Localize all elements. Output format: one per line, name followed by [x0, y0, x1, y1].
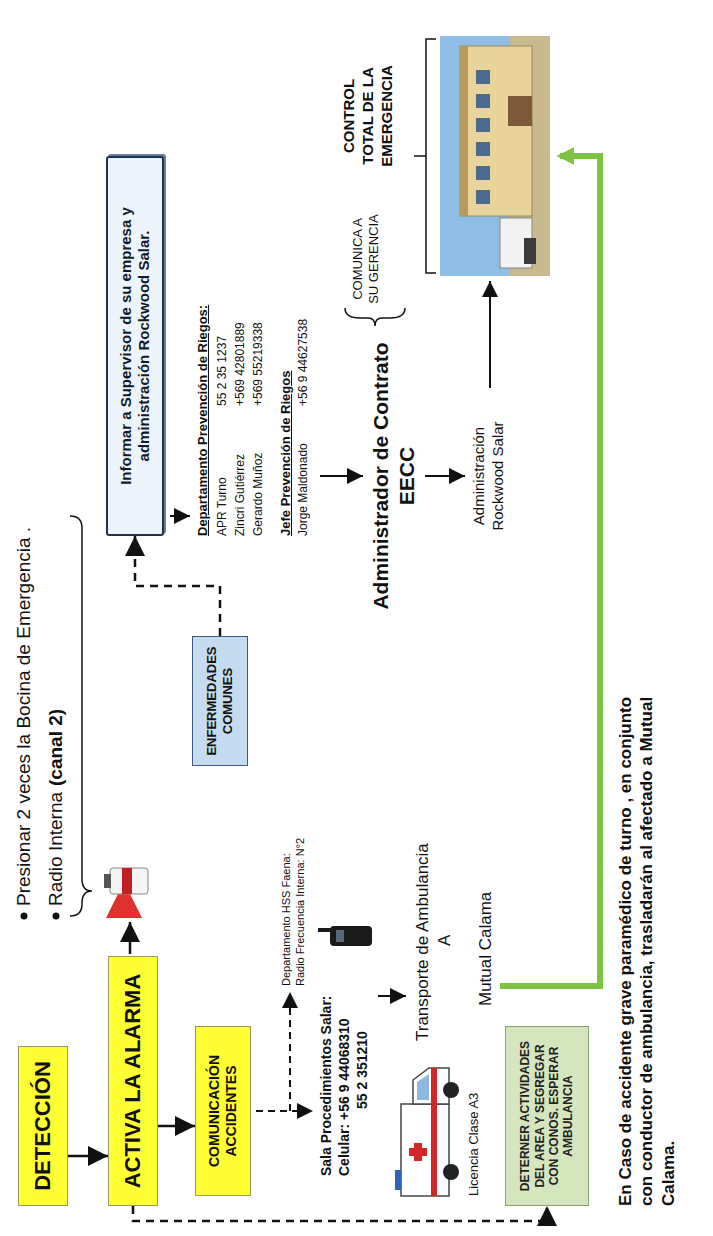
building-photo: [460, 46, 532, 216]
building-photo: [524, 238, 536, 264]
step-text: A: [434, 935, 455, 946]
contact-heading: Departamento Prevención de Riegos:: [195, 305, 211, 536]
control-bracket: [414, 39, 436, 273]
building-photo: [440, 36, 550, 276]
contact-name: Zincri Gutiérrez: [233, 454, 248, 536]
control-bracket: [414, 39, 436, 273]
leader-lines: [170, 515, 190, 517]
ambulance-icon: [417, 1074, 429, 1100]
leader-lines: [489, 281, 491, 388]
contact-name: Jorge Maldonado: [296, 443, 311, 536]
contact-text: Radio Frecuencia Interna: N°2: [294, 838, 308, 986]
comunica-brace: [345, 308, 405, 326]
building-photo: [440, 36, 550, 276]
node-text: DETERNER ACTIVIDADES DEL AREA Y SEGREGAR…: [518, 1035, 576, 1197]
node-text: Informar a Supervisor de su empresa y ad…: [117, 168, 153, 524]
alarm-arrow: [129, 922, 132, 954]
radio-icon: [336, 930, 344, 942]
phone-number: 55 2 351210: [354, 1031, 372, 1109]
leader-lines: [320, 475, 363, 477]
phone-number: 55 2 35 1237: [215, 336, 230, 406]
building-photo: [476, 94, 490, 108]
flow-arrow: [133, 1206, 547, 1221]
ambulance-icon: [395, 1068, 459, 1196]
step-text: Mutual Calama: [475, 892, 496, 1006]
radio-icon: [318, 926, 372, 946]
ambulance-icon: [414, 1143, 422, 1161]
node-text: ACTIVA LA ALARMA: [120, 974, 146, 1189]
ambulance-icon: [431, 1068, 437, 1196]
start-box: DETECCIÓN: [18, 1046, 68, 1206]
step-text: Administración Rockwood Salar: [470, 396, 508, 556]
radio-icon: [330, 926, 372, 946]
horn-icon: [104, 868, 148, 918]
comunica-brace: [345, 308, 405, 326]
step-text: Transporte de Ambulancia: [412, 843, 433, 1041]
node-text: COMUNICACIÓN ACCIDENTES: [206, 1035, 240, 1187]
contact-name: Gerardo Muñoz: [251, 453, 266, 536]
radio-icon: [318, 928, 332, 932]
building-photo: [476, 70, 490, 84]
contact-text: Departamento HSS Faena:: [280, 853, 294, 986]
ambulance-icon: [395, 1170, 401, 1190]
instruction-text: (canal 2): [44, 709, 68, 786]
contact-heading: Sala Procedimientos Salar:: [318, 995, 336, 1176]
building-photo: [508, 96, 532, 126]
flow-arrow: [68, 1155, 108, 1158]
building-photo: [476, 142, 490, 156]
green-arrow: [500, 156, 600, 986]
process-box: ENFERMEDADES COMUNES: [192, 636, 248, 766]
alarm-arrow: [130, 922, 131, 954]
contact-heading: Jefe Prevención de Riegos: [278, 371, 294, 536]
instruction-text: Radio Interna: [44, 792, 68, 906]
phone-number: Celular: +56 9 44068310: [336, 1018, 354, 1176]
process-box: COMUNICACIÓN ACCIDENTES: [195, 1026, 251, 1196]
horn-icon: [122, 868, 132, 894]
instruction-box: Informar a Supervisor de su empresa y ad…: [106, 156, 164, 536]
building-photo: [476, 166, 490, 180]
flow-arrow: [135, 536, 220, 636]
action-box: DETERNER ACTIVIDADES DEL AREA Y SEGREGAR…: [505, 1026, 589, 1206]
leader-lines: [289, 992, 291, 1111]
bullet-dots: [53, 913, 60, 920]
horn-icon: [110, 868, 148, 894]
building-photo: [476, 118, 490, 132]
leader-lines: [170, 281, 490, 1111]
brace: [70, 516, 92, 916]
node-text: DETECCIÓN: [30, 1061, 56, 1191]
leader-lines: [256, 1110, 313, 1112]
bullet-dots: [21, 913, 28, 920]
phone-number: +56 9 44627538: [296, 319, 311, 406]
note-text: COMUNICA A SU GERENCIA: [350, 214, 383, 304]
building-photo: [476, 190, 490, 204]
ambulance-icon: [443, 1164, 459, 1180]
horn-icon: [104, 874, 111, 888]
note-text: En Caso de accidente grave paramédico de…: [615, 666, 679, 1206]
heading-text: CONTROL TOTAL DE LA EMERGENCIA: [340, 56, 396, 176]
brace: [70, 516, 92, 916]
ambulance-icon: [401, 1104, 449, 1196]
ambulance-icon: [443, 1082, 459, 1098]
horn-icon: [106, 894, 142, 918]
phone-number: +569 55219338: [251, 322, 266, 406]
instruction-text: Presionar 2 veces la Bocina de Emergenci…: [12, 527, 36, 906]
flow-arrow: [158, 1125, 195, 1128]
caption-text: Licencia Clase A3: [466, 1093, 482, 1196]
step-text: Administrador de Contrato EECC: [368, 336, 421, 616]
green-arrow: [500, 156, 600, 986]
bullet-dots: [21, 913, 60, 920]
process-box: ACTIVA LA ALARMA: [108, 956, 158, 1206]
leader-lines: [378, 995, 406, 997]
building-photo: [460, 46, 468, 216]
phone-number: +569 42801889: [233, 322, 248, 406]
node-text: ENFERMEDADES COMUNES: [204, 645, 235, 757]
contact-name: APR Turno: [215, 477, 230, 536]
leader-lines: [425, 475, 465, 477]
